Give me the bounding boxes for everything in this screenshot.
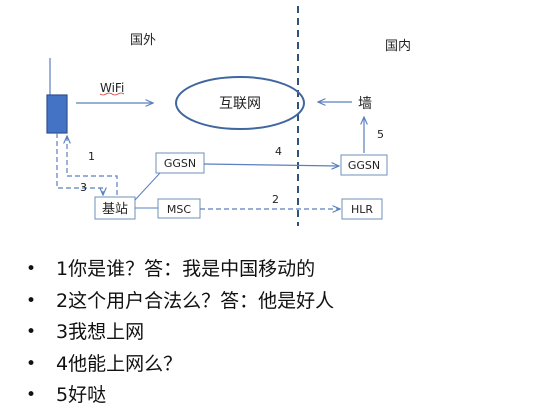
- hlr-label: HLR: [351, 203, 373, 216]
- bs-ggsn-connector: [134, 172, 161, 201]
- msc-label: MSC: [167, 203, 191, 216]
- network-diagram: 国外 国内 WiFi 互联网 墙 5 1 3 GGSN 基站 MSC GGSN …: [46, 6, 411, 226]
- step1-label: 1: [88, 150, 95, 163]
- step-item-3: 3我想上网: [26, 317, 334, 349]
- steps-list: 1你是谁？答：我是中国移动的 2这个用户合法么？答：他是好人 3我想上网 4他能…: [26, 254, 334, 412]
- hlr-box: [341, 198, 383, 220]
- step5-label: 5: [377, 128, 384, 141]
- step4-label: 4: [275, 145, 282, 158]
- ggsn-abroad-label: GGSN: [164, 157, 196, 170]
- step2-label: 2: [272, 193, 279, 206]
- step3-arrow: [56, 133, 103, 195]
- spellcheck-underline: [99, 92, 125, 96]
- step4-arrow: [203, 164, 339, 166]
- region-label-domestic: 国内: [385, 38, 411, 54]
- ggsn-domestic-box: [340, 154, 388, 176]
- phone-device: [46, 94, 68, 134]
- internet-ellipse: [175, 76, 305, 130]
- wifi-label: WiFi: [100, 81, 124, 95]
- step3-label: 3: [80, 181, 87, 194]
- step-item-4: 4他能上网么？: [26, 349, 334, 381]
- ggsn-domestic-label: GGSN: [348, 159, 380, 172]
- step-item-2: 2这个用户合法么？答：他是好人: [26, 286, 334, 318]
- wall-label: 墙: [358, 96, 372, 112]
- step-item-5: 5好哒: [26, 380, 334, 412]
- region-label-abroad: 国外: [130, 33, 156, 48]
- ggsn-abroad-box: [155, 152, 205, 174]
- step1-arrow: [67, 136, 118, 195]
- base-station-label: 基站: [102, 202, 128, 217]
- step-item-1: 1你是谁？答：我是中国移动的: [26, 254, 334, 286]
- internet-label: 互联网: [219, 96, 261, 112]
